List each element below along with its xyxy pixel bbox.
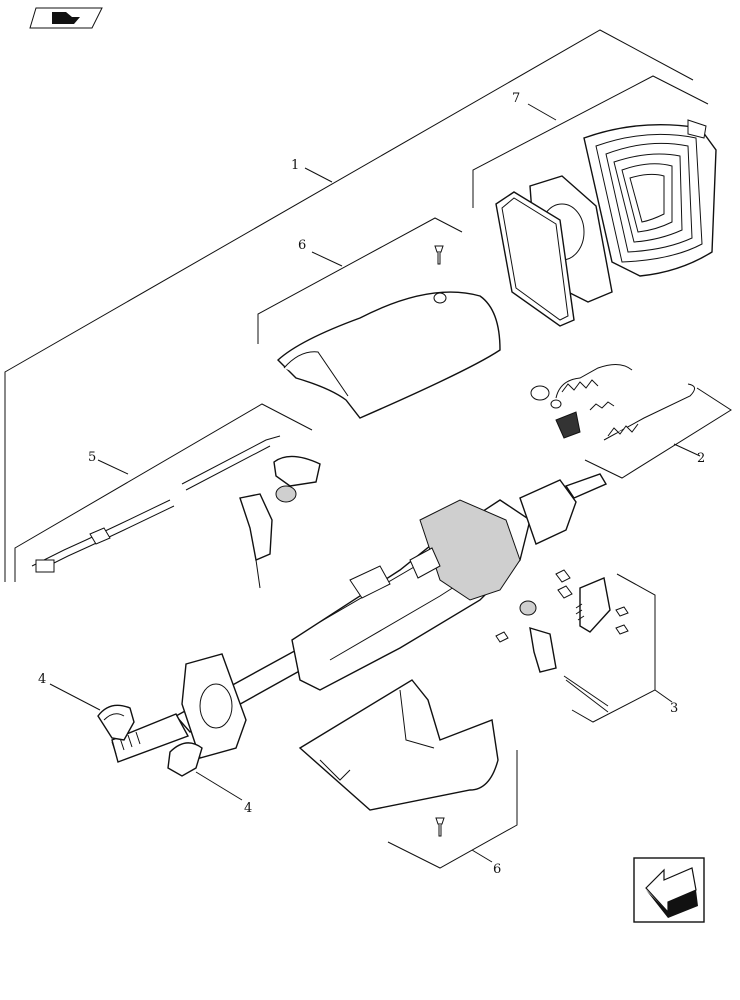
leader-line-4b	[195, 771, 243, 801]
leader-line-4a	[49, 683, 101, 711]
lower-shroud	[298, 679, 499, 811]
control-cable	[31, 435, 281, 573]
shroud-screw-top	[434, 245, 444, 265]
tilt-lever-assembly	[495, 569, 629, 713]
callout-1: 1	[291, 158, 299, 173]
spring-bracket	[550, 399, 581, 439]
callout-6-top: 6	[298, 238, 306, 253]
shaft-clip-left	[97, 704, 135, 741]
callout-4-bottom: 4	[244, 801, 252, 816]
shroud-screw-bottom	[435, 817, 445, 837]
shaft-clip-bottom	[167, 742, 203, 777]
callout-3: 3	[670, 701, 678, 716]
callout-6-bottom: 6	[493, 862, 501, 877]
leader-line-6a	[257, 217, 463, 344]
callout-7: 7	[512, 91, 520, 106]
callout-4-left: 4	[38, 672, 46, 687]
leader-line-1	[4, 29, 694, 582]
book-reference-icon[interactable]	[29, 7, 103, 29]
return-spring-upper	[530, 364, 633, 401]
return-spring-lower	[603, 383, 695, 441]
bellows-boot	[583, 119, 717, 277]
upper-shroud	[276, 291, 501, 419]
boot-seal-ring	[495, 191, 575, 327]
leader-line-7	[472, 75, 709, 208]
steering-column-assembly	[111, 473, 608, 763]
direction-arrow-icon[interactable]	[633, 857, 705, 923]
callout-2: 2	[697, 451, 705, 466]
callout-5: 5	[88, 450, 96, 465]
leader-line-5	[14, 403, 313, 582]
lever-bracket	[239, 455, 321, 589]
leader-line-2	[584, 387, 732, 479]
leader-line-6b	[387, 750, 518, 869]
short-spring	[589, 401, 615, 411]
